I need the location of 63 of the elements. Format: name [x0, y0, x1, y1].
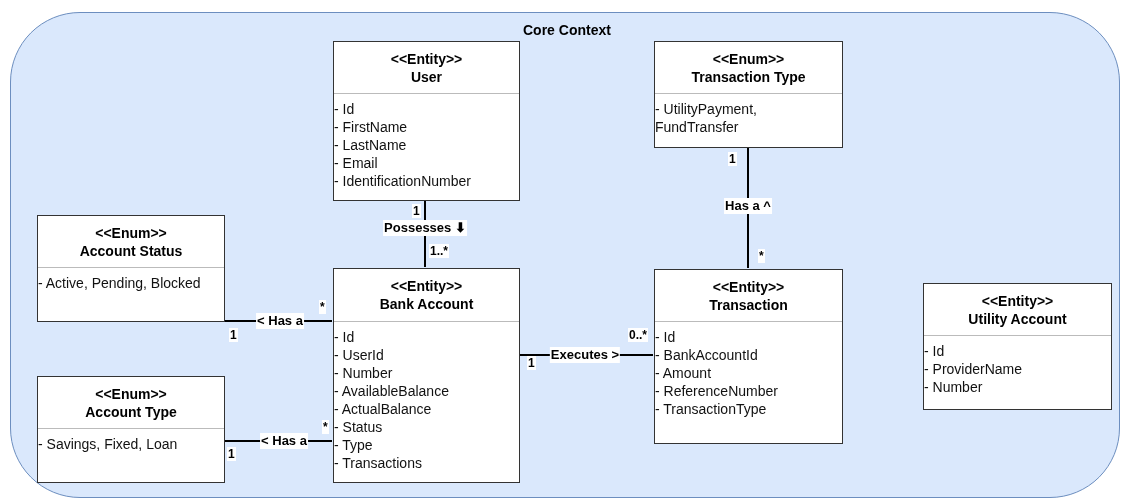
multiplicity-label: 1 [412, 204, 421, 218]
class-box [654, 269, 843, 444]
association-line [747, 146, 749, 269]
class-box [37, 215, 225, 322]
multiplicity-label: * [322, 420, 329, 434]
multiplicity-label: 0..* [628, 328, 648, 342]
attribute: - UtilityPayment, FundTransfer [655, 100, 758, 136]
class-box [923, 283, 1112, 410]
stereotype: <<Entity>> [712, 277, 785, 296]
class-name: Bank Account [379, 295, 474, 313]
attribute: - BankAccountId [655, 346, 759, 364]
edge-label: < Has a [256, 313, 304, 329]
attribute: - Status [334, 418, 384, 436]
multiplicity-label: 1 [527, 356, 536, 370]
edge-label: Has a ^ [724, 198, 772, 214]
multiplicity-label: 1 [227, 447, 236, 461]
class-name: Utility Account [968, 309, 1067, 328]
attribute: - FirstName [334, 118, 409, 136]
multiplicity-label: 1 [728, 152, 737, 166]
stereotype: <<Entity>> [981, 291, 1054, 310]
multiplicity-label: * [758, 249, 765, 263]
class-box [333, 41, 520, 201]
attribute: - Number [334, 364, 394, 382]
attribute: - ActualBalance [334, 400, 433, 418]
multiplicity-label: 1 [229, 328, 238, 342]
stereotype: <<Enum>> [95, 384, 167, 403]
attribute: - Transactions [334, 454, 423, 472]
class-box [37, 376, 225, 483]
attribute: - Id [655, 328, 677, 346]
attribute: - Active, Pending, Blocked [38, 274, 202, 292]
attribute: - LastName [334, 136, 408, 154]
multiplicity-label: 1..* [429, 244, 449, 258]
attribute: - Id [334, 328, 356, 346]
attribute: - IdentificationNumber [334, 172, 472, 190]
attribute: - Id [334, 100, 356, 118]
class-box [333, 268, 520, 483]
stereotype: <<Enum>> [712, 49, 785, 68]
attribute: - Email [334, 154, 379, 172]
class-name: Account Status [79, 241, 183, 260]
attribute: - TransactionType [655, 400, 768, 418]
attribute: - UserId [334, 346, 385, 364]
stereotype: <<Entity>> [390, 49, 463, 68]
edge-label: Possesses ⬇ [383, 220, 467, 236]
attribute: - Amount [655, 364, 713, 382]
stereotype: <<Entity>> [390, 277, 463, 295]
attribute: - Savings, Fixed, Loan [38, 435, 179, 453]
attribute: - ReferenceNumber [655, 382, 779, 400]
attribute: - Id [924, 342, 946, 360]
edge-label: < Has a [260, 433, 308, 449]
class-name: Transaction [709, 295, 788, 314]
class-name: User [410, 67, 443, 86]
class-name: Transaction Type [691, 67, 806, 86]
multiplicity-label: * [319, 300, 326, 314]
stereotype: <<Enum>> [95, 223, 167, 242]
context-title: Core Context [523, 22, 611, 38]
edge-label: Executes > [549, 347, 621, 363]
class-name: Account Type [85, 402, 177, 421]
context-boundary [10, 12, 1120, 498]
attribute: - ProviderName [924, 360, 1024, 378]
attribute: - Type [334, 436, 374, 454]
class-box [654, 41, 843, 148]
attribute: - AvailableBalance [334, 382, 450, 400]
attribute: - Number [924, 378, 984, 396]
